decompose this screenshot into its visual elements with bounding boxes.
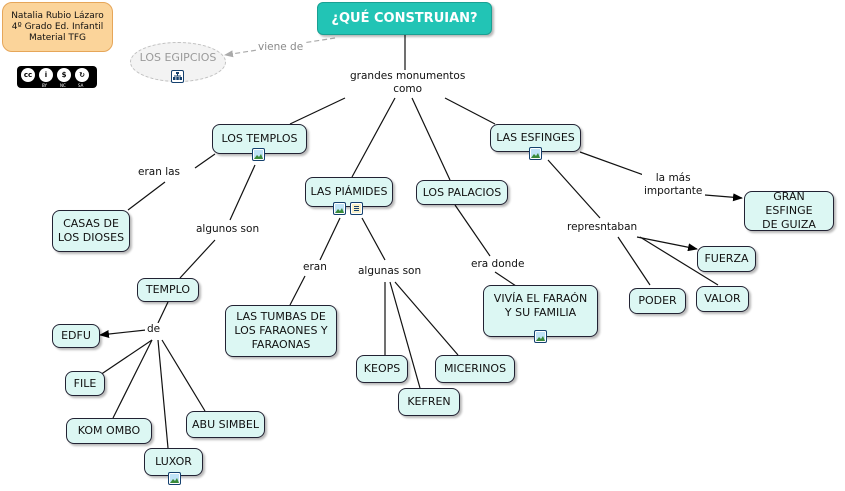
author-course: 4º Grado Ed. Infantil — [11, 21, 104, 32]
main-link-line1: grandes monumentos — [350, 70, 466, 82]
document-icon[interactable] — [350, 202, 363, 215]
by-text: BY — [42, 83, 47, 88]
casas-line2: LOS DIOSES — [57, 231, 125, 244]
esfinges-link-b: represntaban — [565, 221, 640, 234]
tumbas-line2: LOS FARAONES Y — [234, 324, 328, 337]
main-title[interactable]: ¿QUÉ CONSTRUIAN? — [317, 2, 492, 35]
gran-esfinge-line2: DE GUIZA — [762, 218, 816, 231]
author-name: Natalia Rubio Lázaro — [11, 10, 104, 21]
node-valor[interactable]: VALOR — [696, 286, 749, 312]
cc-license-badge[interactable]: cc i $ ↻ BY NC SA — [17, 66, 97, 88]
node-keops[interactable]: KEOPS — [356, 355, 408, 383]
node-casas-de-los-dioses[interactable]: CASAS DE LOS DIOSES — [52, 210, 130, 252]
node-luxor[interactable]: LUXOR — [144, 448, 203, 476]
node-kefren[interactable]: KEFREN — [398, 388, 460, 416]
piramides-link-b: algunas son — [356, 265, 424, 278]
esfinges-link-a-line1: la más — [655, 172, 691, 184]
origin-label: LOS EGIPCIOS — [139, 51, 217, 64]
node-file[interactable]: FILE — [65, 371, 105, 396]
palacios-link-label: era donde — [469, 258, 527, 271]
node-kom-ombo[interactable]: KOM OMBO — [66, 418, 152, 444]
image-icon[interactable] — [252, 148, 265, 161]
sa-icon: ↻ — [75, 68, 89, 82]
templos-link-b: algunos son — [194, 223, 262, 236]
image-icon[interactable] — [529, 147, 542, 160]
main-link-label: grandes monumentos como — [348, 70, 468, 96]
esfinges-link-a-line2: importante — [644, 185, 703, 197]
node-templo[interactable]: TEMPLO — [137, 278, 199, 302]
vivia-line1: VIVÍA EL FARAÓN — [493, 292, 588, 305]
author-material: Material TFG — [28, 32, 87, 43]
node-abu-simbel[interactable]: ABU SIMBEL — [186, 411, 265, 438]
tumbas-line1: LAS TUMBAS DE — [236, 310, 326, 323]
piramides-link-a: eran — [301, 261, 329, 274]
templos-link-a: eran las — [136, 166, 183, 179]
main-link-line2: como — [393, 83, 423, 95]
author-box: Natalia Rubio Lázaro 4º Grado Ed. Infant… — [2, 2, 113, 52]
image-icon[interactable] — [333, 202, 346, 215]
de-link-label: de — [145, 323, 163, 336]
sa-text: SA — [78, 83, 84, 88]
tumbas-line3: FARAONAS — [251, 338, 311, 351]
nc-text: NC — [60, 83, 66, 88]
casas-line1: CASAS DE — [63, 217, 119, 230]
origin-link-label: viene de — [256, 41, 306, 54]
nc-icon: $ — [57, 68, 71, 82]
node-fuerza[interactable]: FUERZA — [697, 246, 756, 272]
node-las-tumbas[interactable]: LAS TUMBAS DE LOS FARAONES Y FARAONAS — [225, 305, 337, 357]
esfinges-link-a: la más importante — [642, 172, 705, 198]
image-icon[interactable] — [168, 472, 181, 485]
node-gran-esfinge[interactable]: GRAN ESFINGE DE GUIZA — [744, 190, 834, 231]
cc-icon: cc — [21, 68, 35, 82]
by-icon: i — [39, 68, 53, 82]
gran-esfinge-line1: GRAN ESFINGE — [765, 190, 813, 217]
vivia-line2: Y SU FAMILIA — [504, 306, 577, 319]
concept-map-icon[interactable] — [171, 70, 184, 83]
node-edfu[interactable]: EDFU — [52, 324, 100, 348]
node-los-palacios[interactable]: LOS PALACIOS — [416, 180, 508, 205]
node-las-piramides[interactable]: LAS PIÁMIDES — [305, 177, 393, 207]
node-micerinos[interactable]: MICERINOS — [435, 355, 515, 383]
node-poder[interactable]: PODER — [629, 288, 686, 314]
image-icon[interactable] — [534, 330, 547, 343]
